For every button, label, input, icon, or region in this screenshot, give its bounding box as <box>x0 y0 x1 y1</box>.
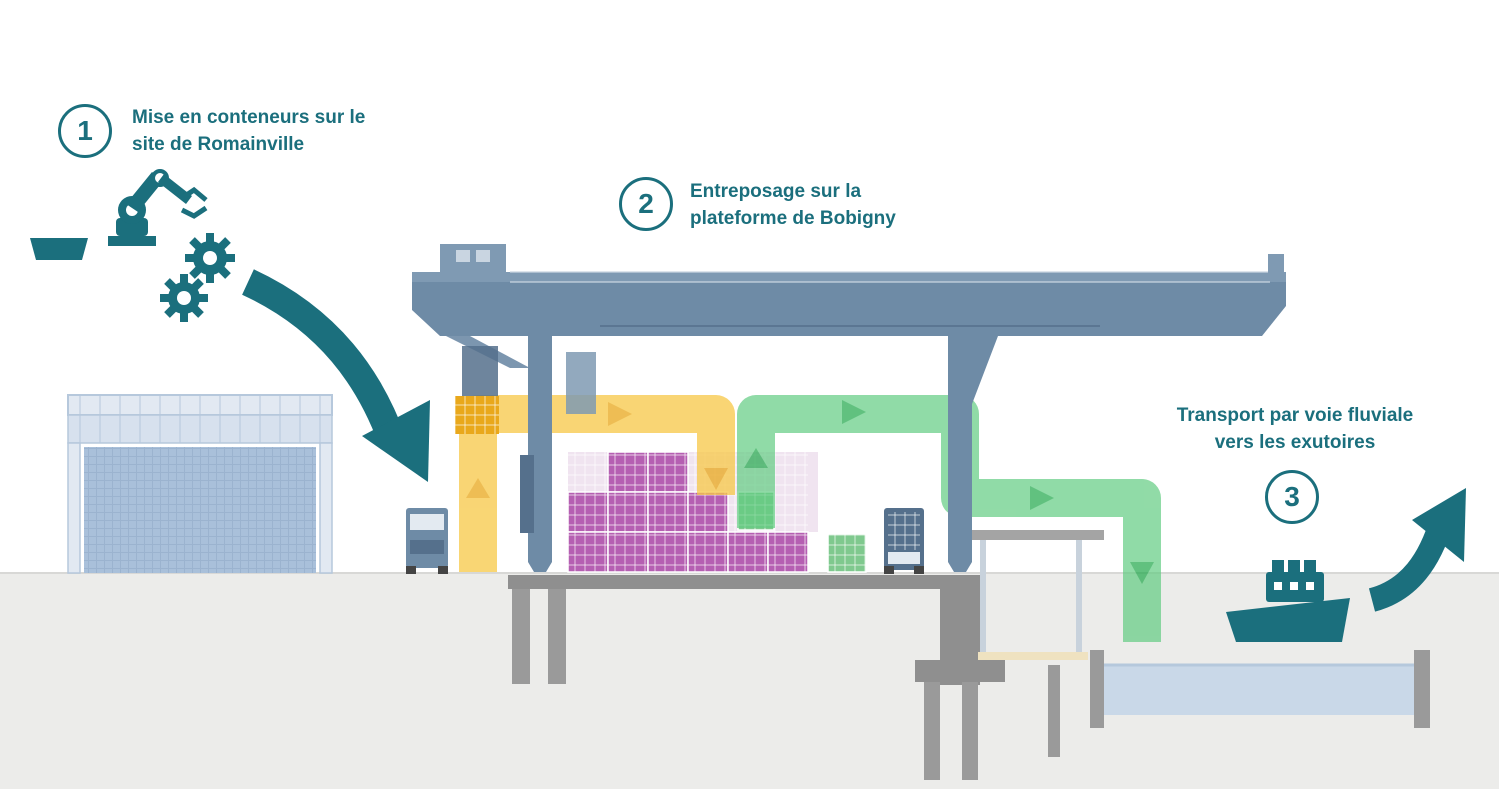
step-2-number: 2 <box>638 188 654 219</box>
conveyor-icon <box>30 238 88 260</box>
step-1-line1: Mise en conteneurs sur le <box>132 107 366 128</box>
step-2-badge: 2 <box>619 177 673 231</box>
platform-pier <box>508 575 1088 780</box>
step-3-label: Transport par voie fluviale vers les exu… <box>1150 402 1440 456</box>
step-3-line1: Transport par voie fluviale <box>1176 405 1414 426</box>
step-1-label: Mise en conteneurs sur le site de Romain… <box>132 104 365 158</box>
step-3-badge: 3 <box>1265 470 1319 524</box>
robot-arm-icon <box>108 169 208 246</box>
step-1-badge: 1 <box>58 104 112 158</box>
boat-icon <box>1226 560 1350 642</box>
flow-arrow-yellow <box>459 395 735 572</box>
step-3-number: 3 <box>1284 481 1300 512</box>
gear-icon <box>160 233 235 322</box>
warehouse <box>67 394 333 574</box>
curved-arrow-to-platform <box>242 269 430 482</box>
step-2-line1: Entreposage sur la <box>690 181 862 202</box>
truck-left <box>406 508 448 574</box>
loading-canopy <box>972 530 1104 652</box>
outgoing-arrow-icon <box>1368 488 1466 612</box>
step-2-label: Entreposage sur la plateforme de Bobigny <box>690 178 896 232</box>
gantry-crane <box>412 244 1286 572</box>
truck-right <box>884 508 924 574</box>
step-2-line2: plateforme de Bobigny <box>690 208 896 229</box>
step-3-line2: vers les exutoires <box>1214 432 1376 453</box>
container-stacks <box>567 451 867 573</box>
step-1-number: 1 <box>77 115 93 146</box>
canal <box>1090 650 1430 728</box>
step-1-line2: site de Romainville <box>132 134 305 155</box>
